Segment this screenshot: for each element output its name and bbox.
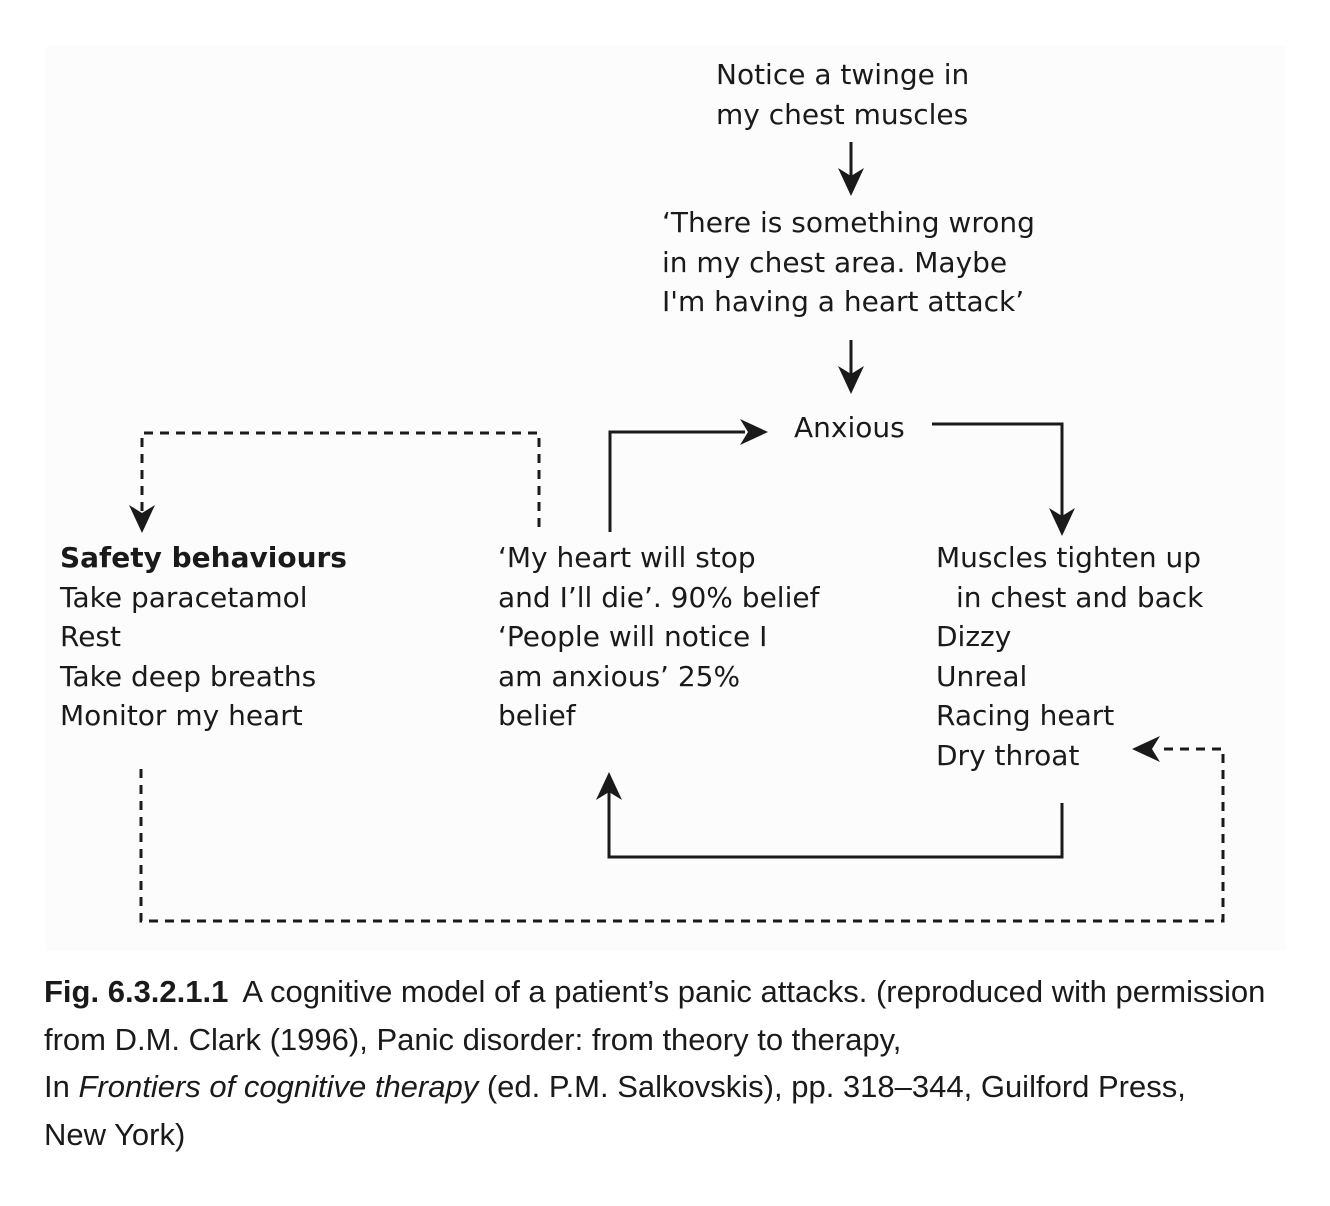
emotion-node: Anxious	[794, 408, 905, 448]
safety-item: Take paracetamol	[60, 580, 308, 614]
caption-text: In	[44, 1069, 70, 1104]
symptom-line: Dizzy	[936, 620, 1012, 653]
symptom-line: Dry throat	[936, 738, 1080, 772]
symptom-line: Racing heart	[936, 699, 1115, 732]
diagram-panel	[46, 46, 1286, 951]
caption-text: (ed. P.M. Salkovskis), pp. 318–344, Guil…	[486, 1069, 1186, 1104]
safety-item: Monitor my heart	[60, 699, 303, 732]
arrow-symptoms-to-beliefs	[596, 772, 1064, 859]
caption-label: Fig. 6.3.2.1.1	[44, 974, 229, 1009]
symptom-line: Unreal	[936, 659, 1028, 693]
arrow-safety-to-symptoms-dashed	[139, 736, 1225, 923]
arrow-anxious-to-symptoms	[932, 422, 1075, 536]
symptom-line: in chest and back	[956, 580, 1204, 614]
thought-line: in my chest area. Maybe	[662, 245, 1008, 279]
safety-behaviours-node: Safety behaviours Take paracetamol Rest …	[60, 538, 347, 736]
trigger-line: my chest muscles	[716, 97, 969, 131]
thought-node: ‘There is something wrong in my chest ar…	[662, 203, 1035, 322]
trigger-line: Notice a twinge in	[716, 58, 970, 91]
beliefs-node: ‘My heart will stop and I’ll die’. 90% b…	[498, 538, 819, 736]
symptoms-node: Muscles tighten up in chest and back Diz…	[936, 538, 1203, 775]
emotion-label: Anxious	[794, 411, 905, 444]
safety-item: Take deep breaths	[60, 659, 317, 693]
belief-line: and I’ll die’. 90% belief	[498, 580, 820, 614]
symptom-line: Muscles tighten up	[936, 541, 1202, 574]
trigger-node: Notice a twinge in my chest muscles	[716, 55, 969, 134]
arrow-trigger-to-thought	[838, 142, 864, 196]
arrow-thought-to-anxious	[838, 340, 864, 394]
thought-line: ‘There is something wrong	[662, 206, 1035, 239]
belief-line: ‘My heart will stop	[498, 541, 756, 574]
belief-line: am anxious’ 25%	[498, 659, 741, 693]
safety-heading: Safety behaviours	[60, 541, 347, 574]
arrow-beliefs-to-safety-dashed	[129, 431, 541, 533]
thought-line: I'm having a heart attack’	[662, 285, 1025, 318]
caption-text: New York)	[44, 1116, 186, 1152]
caption-book-title: Frontiers of cognitive therapy	[78, 1069, 479, 1104]
belief-line: belief	[498, 699, 576, 732]
arrow-beliefs-to-anxious	[608, 419, 768, 532]
belief-line: ‘People will notice I	[498, 620, 768, 653]
caption-text: A cognitive model of a patient’s panic a…	[44, 974, 1266, 1057]
safety-item: Rest	[60, 620, 121, 653]
